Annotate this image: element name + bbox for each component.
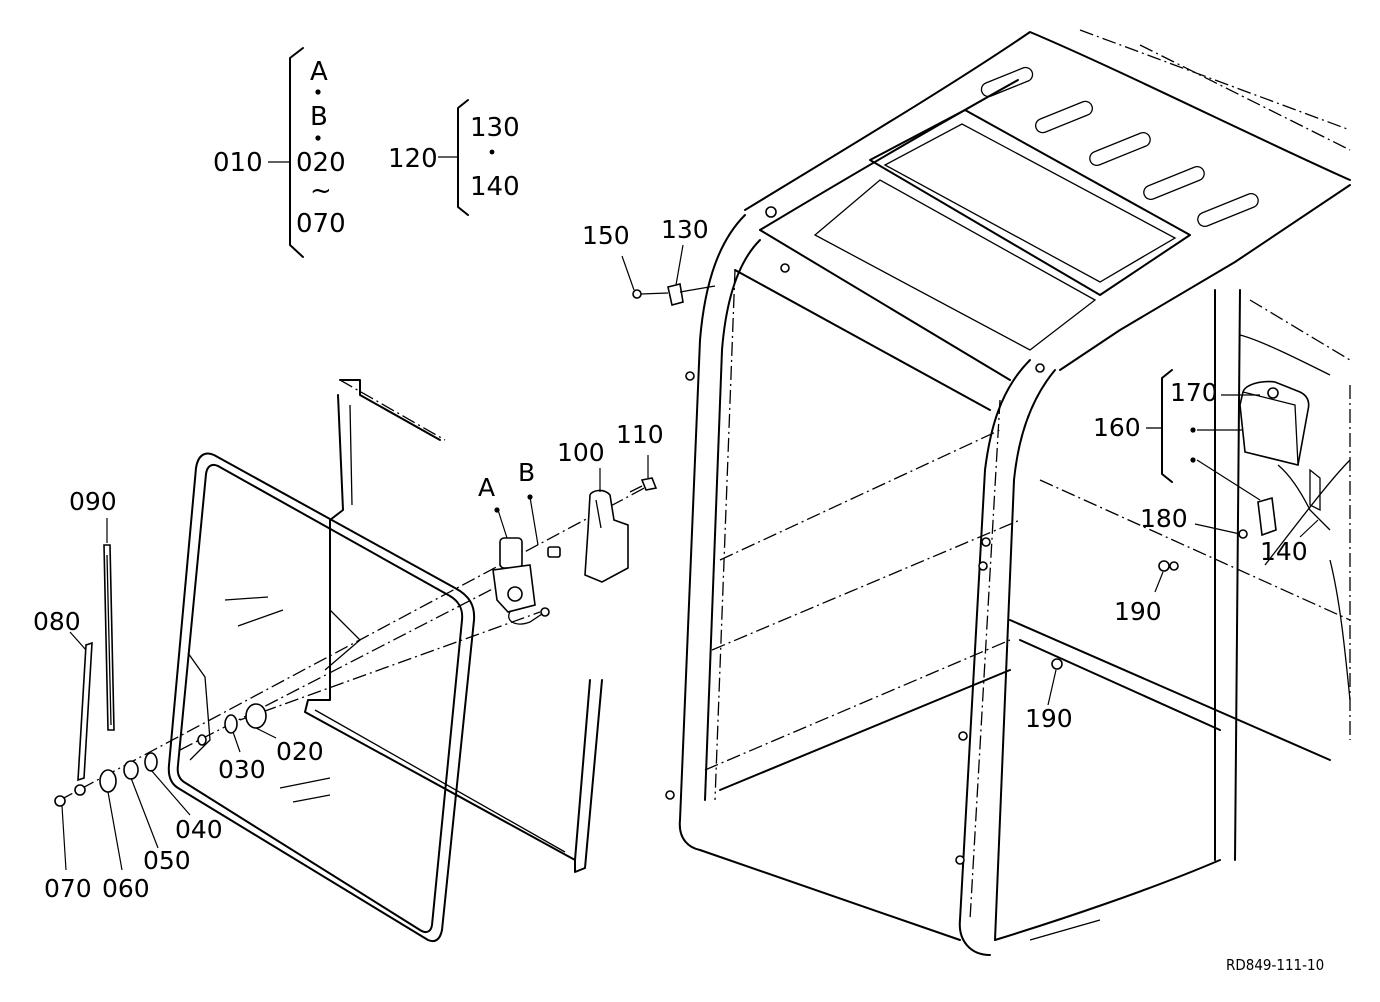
washer-nozzle: [632, 283, 716, 306]
cab-frame: [665, 29, 1351, 956]
leader-lines: [61, 244, 1319, 871]
callout-b: B: [518, 458, 535, 487]
group-120-member-130: 130: [470, 113, 520, 143]
callout-170: 170: [1170, 378, 1218, 407]
group-160-bracket: [1146, 369, 1196, 483]
callout-190-clip-lower: 190: [1025, 704, 1073, 733]
group-010-bracket: 010 A B 020 ~ 070: [213, 47, 346, 258]
window-frame: [304, 379, 603, 873]
callout-030: 030: [218, 755, 266, 784]
shaft-hardware: [54, 703, 267, 807]
callout-labels: 090 080 070 060 050 040 030 020 A B 100 …: [33, 215, 1308, 903]
wiper-blade: [103, 544, 115, 731]
callout-050: 050: [143, 846, 191, 875]
callout-040: 040: [175, 815, 223, 844]
callout-180: 180: [1140, 504, 1188, 533]
wiper-motor: [492, 537, 561, 625]
group-010-range-mark: ~: [310, 176, 332, 206]
group-010-member-020: 020: [296, 148, 346, 178]
drawing-code: RD849-111-10: [1226, 956, 1324, 974]
group-010-member-a: A: [310, 57, 328, 87]
callout-070: 070: [44, 874, 92, 903]
callout-060: 060: [102, 874, 150, 903]
callout-160: 160: [1093, 413, 1141, 442]
group-010-member-070: 070: [296, 209, 346, 239]
group-010-parent: 010: [213, 148, 263, 178]
callout-110: 110: [616, 420, 664, 449]
callout-150: 150: [582, 221, 630, 250]
callout-100: 100: [557, 438, 605, 467]
motor-cover: [584, 489, 629, 583]
callout-190-clip-upper: 190: [1114, 597, 1162, 626]
callout-020: 020: [276, 737, 324, 766]
hose-clips: [1051, 560, 1179, 670]
group-120-parent: 120: [388, 144, 438, 174]
callout-a: A: [478, 473, 495, 502]
group-120-bracket: 120 130 140: [388, 99, 520, 216]
callout-140: 140: [1260, 537, 1308, 566]
cover-bolt: [629, 477, 658, 493]
wiper-arm: [74, 641, 93, 796]
callout-090: 090: [69, 487, 117, 516]
callout-130: 130: [661, 215, 709, 244]
group-120-member-140: 140: [470, 172, 520, 202]
tank-bracket: [1238, 496, 1277, 539]
front-window-glass: [167, 452, 476, 943]
callout-080: 080: [33, 607, 81, 636]
group-010-member-b: B: [310, 102, 328, 132]
washer-tank: [1239, 380, 1331, 531]
